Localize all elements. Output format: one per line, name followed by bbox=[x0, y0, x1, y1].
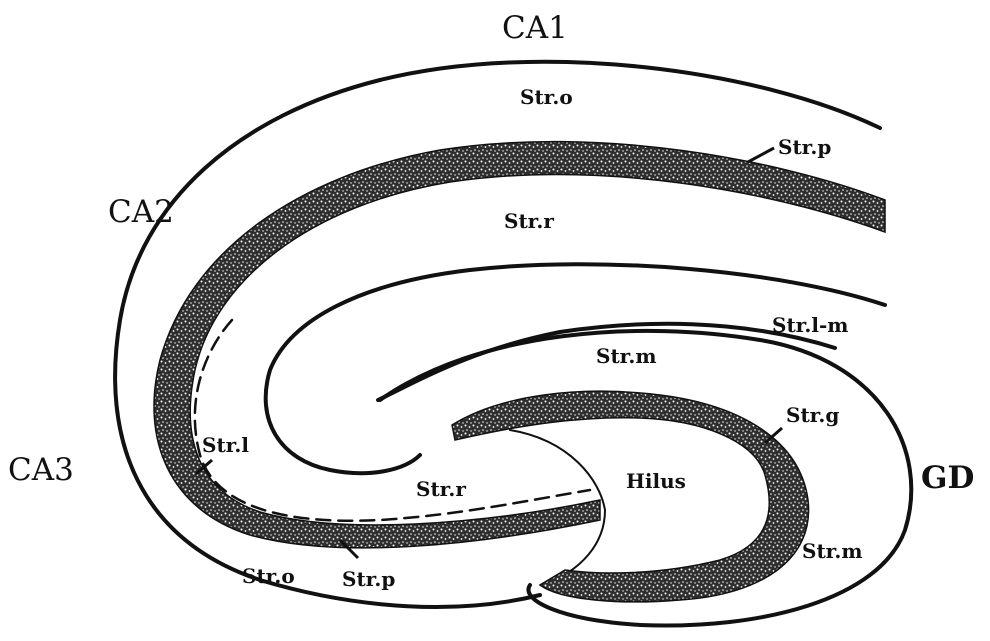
str-p-top-leader bbox=[748, 148, 774, 162]
str-g-label: Str.g bbox=[786, 403, 839, 427]
str-l-label: Str.l bbox=[202, 433, 249, 457]
str-p-top-label: Str.p bbox=[778, 135, 831, 159]
str-r-top-label: Str.r bbox=[504, 209, 554, 233]
str-o-bottom-label: Str.o bbox=[242, 564, 295, 588]
ca1-label: CA1 bbox=[502, 10, 568, 46]
granule-cell-layer bbox=[452, 391, 809, 602]
ca3-label: CA3 bbox=[8, 452, 74, 488]
inner-boundary-upper bbox=[266, 264, 885, 473]
str-r-bottom-label: Str.r bbox=[416, 477, 466, 501]
str-o-top-label: Str.o bbox=[520, 85, 573, 109]
gd-label: GD bbox=[921, 460, 974, 496]
str-m-top-label: Str.m bbox=[596, 344, 657, 368]
ca2-label: CA2 bbox=[108, 194, 174, 230]
str-lm-label: Str.l-m bbox=[772, 313, 848, 337]
str-p-bottom-label: Str.p bbox=[342, 567, 395, 591]
hilus-label: Hilus bbox=[626, 469, 686, 493]
str-m-bottom-label: Str.m bbox=[802, 539, 863, 563]
